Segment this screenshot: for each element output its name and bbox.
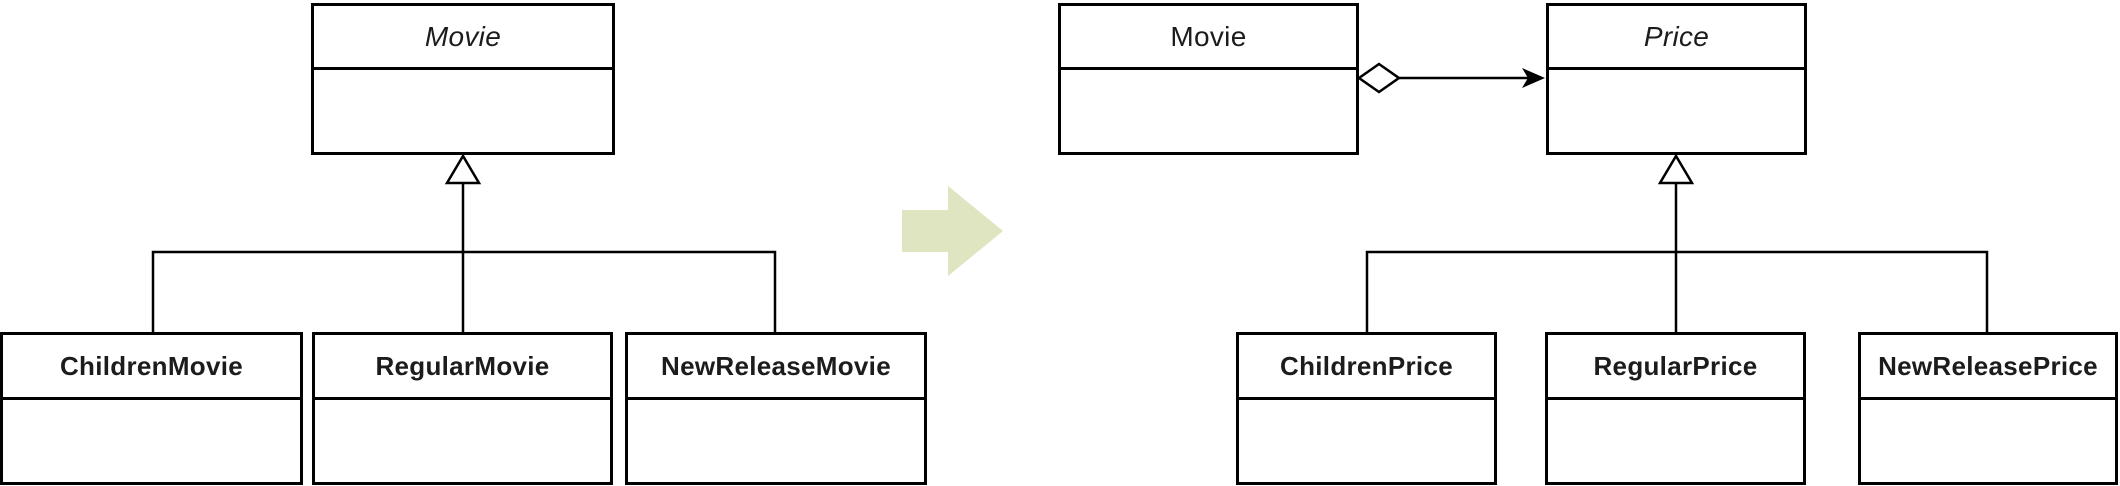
attributes-compartment (1549, 70, 1804, 152)
class-name-children-price: ChildrenPrice (1239, 335, 1494, 400)
class-name-movie-left: Movie (314, 6, 612, 70)
class-box-price: Price (1546, 3, 1807, 155)
class-name-children-movie: ChildrenMovie (3, 335, 300, 400)
class-box-regular-movie: RegularMovie (312, 332, 613, 485)
class-name-price: Price (1549, 6, 1804, 70)
aggregation-diamond-icon (1356, 62, 1402, 94)
inheritance-triangle-icon-left (444, 153, 482, 185)
class-box-newrelease-price: NewReleasePrice (1858, 332, 2118, 485)
class-name-newrelease-movie: NewReleaseMovie (628, 335, 924, 400)
attributes-compartment (1548, 400, 1803, 482)
class-box-newrelease-movie: NewReleaseMovie (625, 332, 927, 485)
class-name-regular-price: RegularPrice (1548, 335, 1803, 400)
attributes-compartment (1861, 400, 2115, 482)
class-name-movie-right: Movie (1061, 6, 1356, 70)
attributes-compartment (1061, 70, 1356, 152)
association-arrowhead-icon (1522, 68, 1545, 88)
inheritance-triangle-icon-right (1657, 153, 1695, 185)
class-box-movie-left: Movie (311, 3, 615, 155)
inheritance-connector-right-rail (1365, 250, 1989, 333)
attributes-compartment (314, 70, 612, 152)
class-name-newrelease-price: NewReleasePrice (1861, 335, 2115, 400)
transform-arrow-icon (902, 186, 1003, 276)
class-box-children-movie: ChildrenMovie (0, 332, 303, 485)
class-box-movie-right: Movie (1058, 3, 1359, 155)
class-box-children-price: ChildrenPrice (1236, 332, 1497, 485)
class-box-regular-price: RegularPrice (1545, 332, 1806, 485)
attributes-compartment (315, 400, 610, 482)
attributes-compartment (628, 400, 924, 482)
class-name-regular-movie: RegularMovie (315, 335, 610, 400)
attributes-compartment (3, 400, 300, 482)
inheritance-connector-left-rail (151, 250, 777, 333)
attributes-compartment (1239, 400, 1494, 482)
